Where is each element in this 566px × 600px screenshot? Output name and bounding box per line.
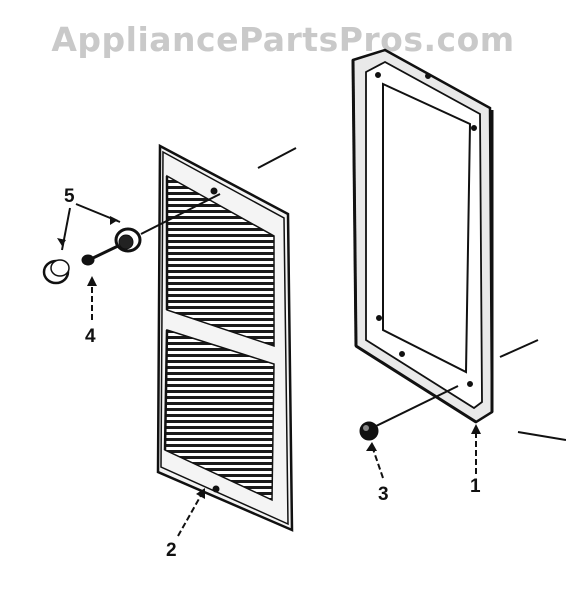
knob-bushing [114,227,142,253]
leader-arrowheads [57,216,481,499]
callout-1: 1 [470,476,481,497]
callout-4: 4 [85,326,96,347]
callout-5: 5 [64,186,75,207]
frame-screw [359,421,379,441]
grille-screw [81,244,119,266]
louvered-grille [156,143,294,532]
callout-2: 2 [166,540,177,561]
leader-lines [61,147,566,537]
mounting-frame [351,48,494,424]
control-knob [42,259,70,285]
callout-3: 3 [378,484,389,505]
